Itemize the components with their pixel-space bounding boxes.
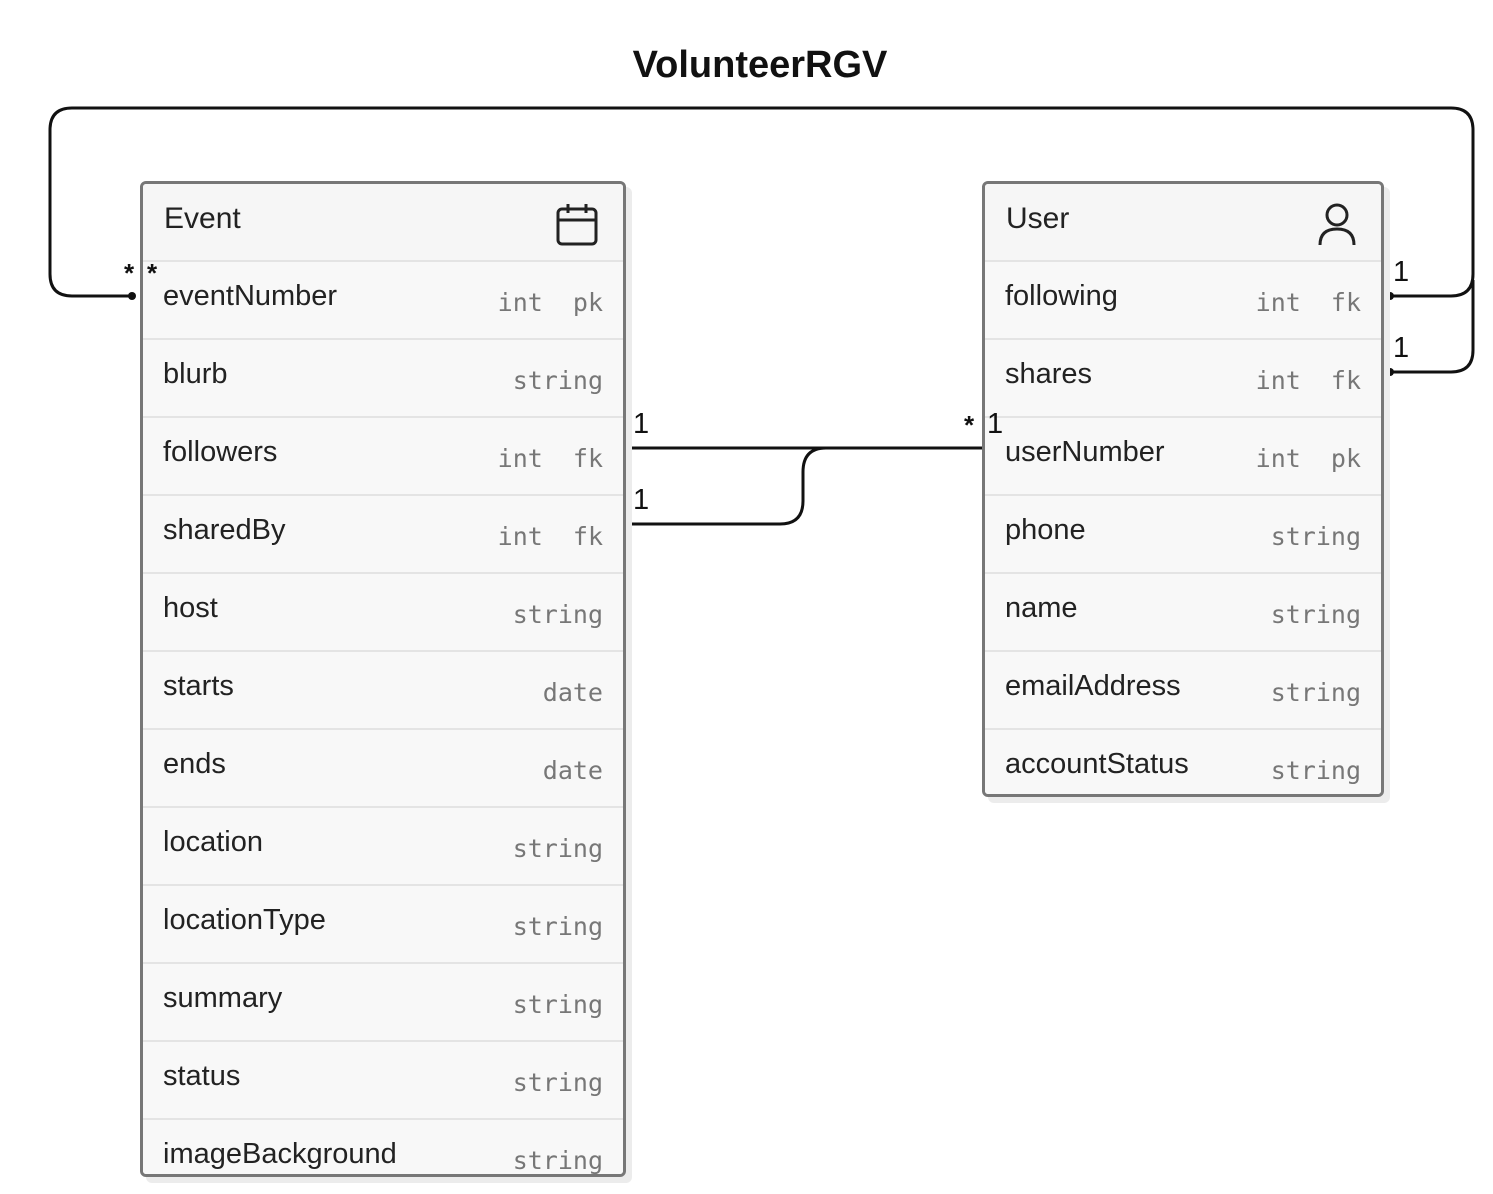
multiplicity-many-label: * [124,258,135,288]
entity-name: User [1006,202,1070,235]
field-name: name [1005,592,1078,624]
field-type: string [512,600,603,629]
field-name: followers [163,436,278,468]
field-row-eventnumber[interactable]: eventNumber int pk [143,260,623,338]
field-row-summary[interactable]: summary string [143,962,623,1040]
field-type: int pk [1255,444,1361,473]
field-name: accountStatus [1005,748,1189,780]
connector-eventnumber-shares [1390,280,1475,374]
user-entity[interactable]: User following int fk shares int fk userNu… [982,181,1384,797]
field-row-blurb[interactable]: blurb string [143,338,623,416]
multiplicity-one-label: 1 [633,408,650,440]
field-row-ends[interactable]: ends date [143,728,623,806]
field-name: summary [163,982,283,1014]
endpoint-following [1386,292,1394,300]
field-type: string [1270,600,1361,629]
field-row-accountstatus[interactable]: accountStatus string [985,728,1381,794]
field-type: int fk [497,444,603,473]
field-name: shares [1005,358,1093,390]
field-name: emailAddress [1005,670,1181,702]
field-row-usernumber[interactable]: userNumber int pk [985,416,1381,494]
field-name: sharedBy [163,514,286,546]
field-type: string [512,834,603,863]
field-name: imageBackground [163,1138,397,1170]
calendar-icon [555,202,599,253]
field-row-phone[interactable]: phone string [985,494,1381,572]
field-name: host [163,592,218,624]
field-name: status [163,1060,241,1092]
field-type: date [542,678,603,707]
field-row-emailaddress[interactable]: emailAddress string [985,650,1381,728]
event-entity[interactable]: Event eventNumber int pk blurb string foll… [140,181,626,1177]
field-row-shares[interactable]: shares int fk [985,338,1381,416]
field-type: int fk [1255,366,1361,395]
field-row-status[interactable]: status string [143,1040,623,1118]
user-icon [1317,202,1357,253]
field-type: date [542,756,603,785]
field-type: int pk [497,288,603,317]
multiplicity-one-label: 1 [987,408,1004,440]
field-name: location [163,826,263,858]
field-row-name[interactable]: name string [985,572,1381,650]
field-type: string [512,990,603,1019]
field-type: string [512,1068,603,1097]
field-row-locationtype[interactable]: locationType string [143,884,623,962]
field-row-starts[interactable]: starts date [143,650,623,728]
field-type: string [1270,522,1361,551]
endpoint-eventnumber [128,292,136,300]
connector-sharedby-usernumber [613,446,827,526]
multiplicity-one-label: 1 [1393,332,1410,364]
multiplicity-many-label: * [147,258,158,288]
field-row-following[interactable]: following int fk [985,260,1381,338]
field-name: ends [163,748,226,780]
field-type: int fk [497,522,603,551]
field-name: blurb [163,358,228,390]
multiplicity-one-label: 1 [633,484,650,516]
field-row-sharedby[interactable]: sharedBy int fk [143,494,623,572]
field-row-followers[interactable]: followers int fk [143,416,623,494]
field-name: phone [1005,514,1086,546]
field-name: following [1005,280,1118,312]
entity-name: Event [164,202,241,235]
field-name: userNumber [1005,436,1165,468]
multiplicity-many-label: * [964,410,975,440]
field-type: string [512,1146,603,1175]
field-name: starts [163,670,234,702]
field-row-host[interactable]: host string [143,572,623,650]
field-row-imagebackground[interactable]: imageBackground string [143,1118,623,1175]
user-entity-header: User [985,184,1381,260]
field-name: locationType [163,904,326,936]
field-row-location[interactable]: location string [143,806,623,884]
connector-eventnumber-following [48,106,1475,298]
field-type: int fk [1255,288,1361,317]
event-entity-header: Event [143,184,623,260]
field-type: string [512,366,603,395]
field-type: string [512,912,603,941]
field-type: string [1270,678,1361,707]
endpoint-shares [1386,368,1394,376]
diagram-title: VolunteerRGV [632,44,888,86]
field-type: string [1270,756,1361,785]
field-name: eventNumber [163,280,338,312]
multiplicity-one-label: 1 [1393,256,1410,288]
